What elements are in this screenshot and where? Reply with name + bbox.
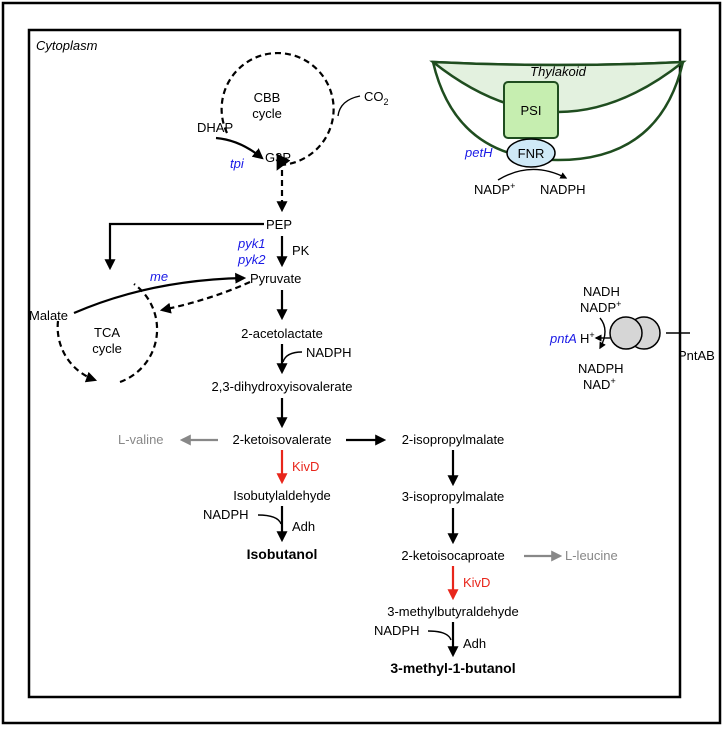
gene-petH: petH <box>464 145 493 160</box>
malate-to-pyruvate-arrow <box>73 272 247 315</box>
methylbutyraldehyde-label: 3-methylbutyraldehyde <box>387 604 519 619</box>
acetolactate-label: 2-acetolactate <box>241 326 323 341</box>
nadph-3-label: NADPH <box>374 623 420 638</box>
enzyme-adh-1: Adh <box>292 519 315 534</box>
kic-label: 2-ketoisocaproate <box>401 548 504 563</box>
cytoplasm-label: Cytoplasm <box>36 38 98 53</box>
enzyme-adh-2: Adh <box>463 636 486 651</box>
gene-pntA: pntA <box>549 331 577 346</box>
h-plus-label: H+ <box>580 330 595 346</box>
tca-cycle-label-2: cycle <box>92 341 122 356</box>
ipm2-label: 2-isopropylmalate <box>402 432 505 447</box>
cbb-cycle-arrowhead <box>276 153 291 171</box>
nadp-fnr-label: NADP+ <box>474 181 515 197</box>
nadph-1-input <box>282 351 303 363</box>
co2-fixation-arrow <box>337 95 361 117</box>
thylakoid-label: Thylakoid <box>530 64 586 79</box>
dhiv-label: 2,3-dihydroxyisovalerate <box>212 379 353 394</box>
pep-to-tca-arrow <box>104 222 264 271</box>
nadp-reduction-arrow <box>497 168 568 181</box>
nadh-label: NADH <box>583 284 620 299</box>
tca-cycle-arc-left <box>56 320 98 383</box>
valine-label: L-valine <box>118 432 164 447</box>
nadph-pntab-label: NADPH <box>578 361 624 376</box>
cbb-cycle-label-1: CBB <box>254 90 281 105</box>
nad-pntab-label: NAD+ <box>583 376 616 392</box>
fnr-enzyme <box>506 138 556 168</box>
malate-label: Malate <box>29 308 68 323</box>
enzyme-kivd-1: KivD <box>292 459 319 474</box>
enzyme-kivd-2: KivD <box>463 575 490 590</box>
tca-cycle-arc-right <box>119 283 159 384</box>
cbb-cycle-circle <box>220 51 335 167</box>
psi-complex <box>503 81 559 139</box>
nadph-2-label: NADPH <box>203 507 249 522</box>
pntab-conversion-arrow <box>599 317 606 350</box>
nadph-3-input <box>427 630 452 641</box>
co2-label: CO2 <box>364 89 389 107</box>
pep-label: PEP <box>266 217 292 232</box>
dhap-to-g3p-arrow <box>215 136 264 160</box>
cbb-cycle-label-2: cycle <box>252 106 282 121</box>
gene-pyk2: pyk2 <box>237 252 266 267</box>
nadph-1-label: NADPH <box>306 345 352 360</box>
dhap-label: DHAP <box>197 120 233 135</box>
psi-label: PSI <box>521 103 542 118</box>
cytoplasm-membrane <box>27 28 682 699</box>
gene-tpi: tpi <box>230 156 245 171</box>
fnr-label: FNR <box>518 146 545 161</box>
tca-cycle-label-1: TCA <box>94 325 120 340</box>
nadph-fnr-label: NADPH <box>540 182 586 197</box>
pntab-subunit-left <box>609 316 643 350</box>
ipm3-label: 3-isopropylmalate <box>402 489 505 504</box>
pntab-label: PntAB <box>678 348 715 363</box>
g3p-label: G3P <box>265 150 291 165</box>
nadph-2-input <box>257 514 282 525</box>
kiv-label: 2-ketoisovalerate <box>233 432 332 447</box>
isobutanol-label: Isobutanol <box>247 546 318 562</box>
gene-me: me <box>150 269 168 284</box>
methylbutanol-label: 3-methyl-1-butanol <box>390 660 515 676</box>
nadp-pntab-label: NADP+ <box>580 299 621 315</box>
isobutylaldehyde-label: Isobutylaldehyde <box>233 488 331 503</box>
pyruvate-label: Pyruvate <box>250 271 301 286</box>
gene-pyk1: pyk1 <box>237 236 265 251</box>
leucine-label: L-leucine <box>565 548 618 563</box>
pyruvate-to-tca-arrow <box>159 280 251 314</box>
enzyme-pk: PK <box>292 243 310 258</box>
